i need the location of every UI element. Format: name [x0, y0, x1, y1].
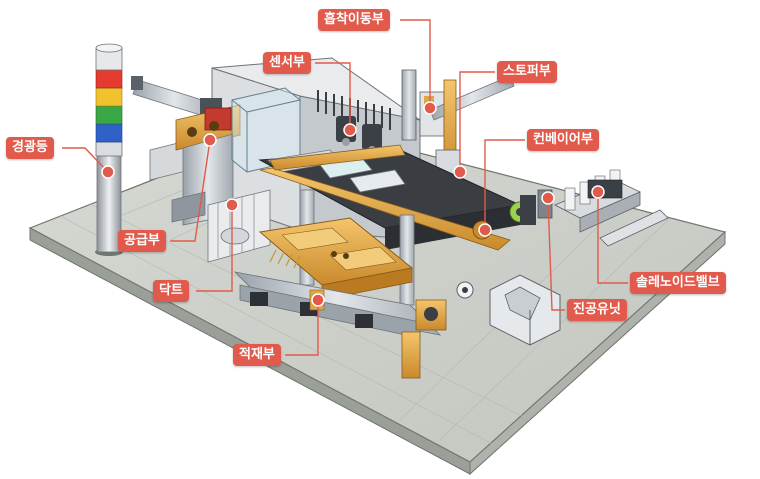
callout-dots: [101, 101, 605, 307]
label-stopper: 스토퍼부: [497, 61, 557, 83]
label-duct: 닥트: [153, 280, 189, 302]
supply-unit: [149, 87, 301, 226]
label-tower-light: 경광등: [6, 137, 54, 159]
loading-unit: [233, 217, 447, 379]
label-conveyor: 컨베이어부: [527, 129, 599, 151]
label-supply: 공급부: [118, 230, 166, 252]
callout-leaders: [62, 19, 628, 356]
label-loading: 적재부: [233, 344, 281, 366]
label-sensor: 센서부: [263, 52, 311, 74]
duct: [207, 189, 271, 263]
label-vacuum-unit: 진공유닛: [567, 299, 627, 321]
label-solenoid-valve: 솔레노이드밸브: [630, 272, 726, 294]
label-suction-transfer: 흡착이동부: [318, 9, 390, 31]
tower-light: [95, 43, 123, 256]
